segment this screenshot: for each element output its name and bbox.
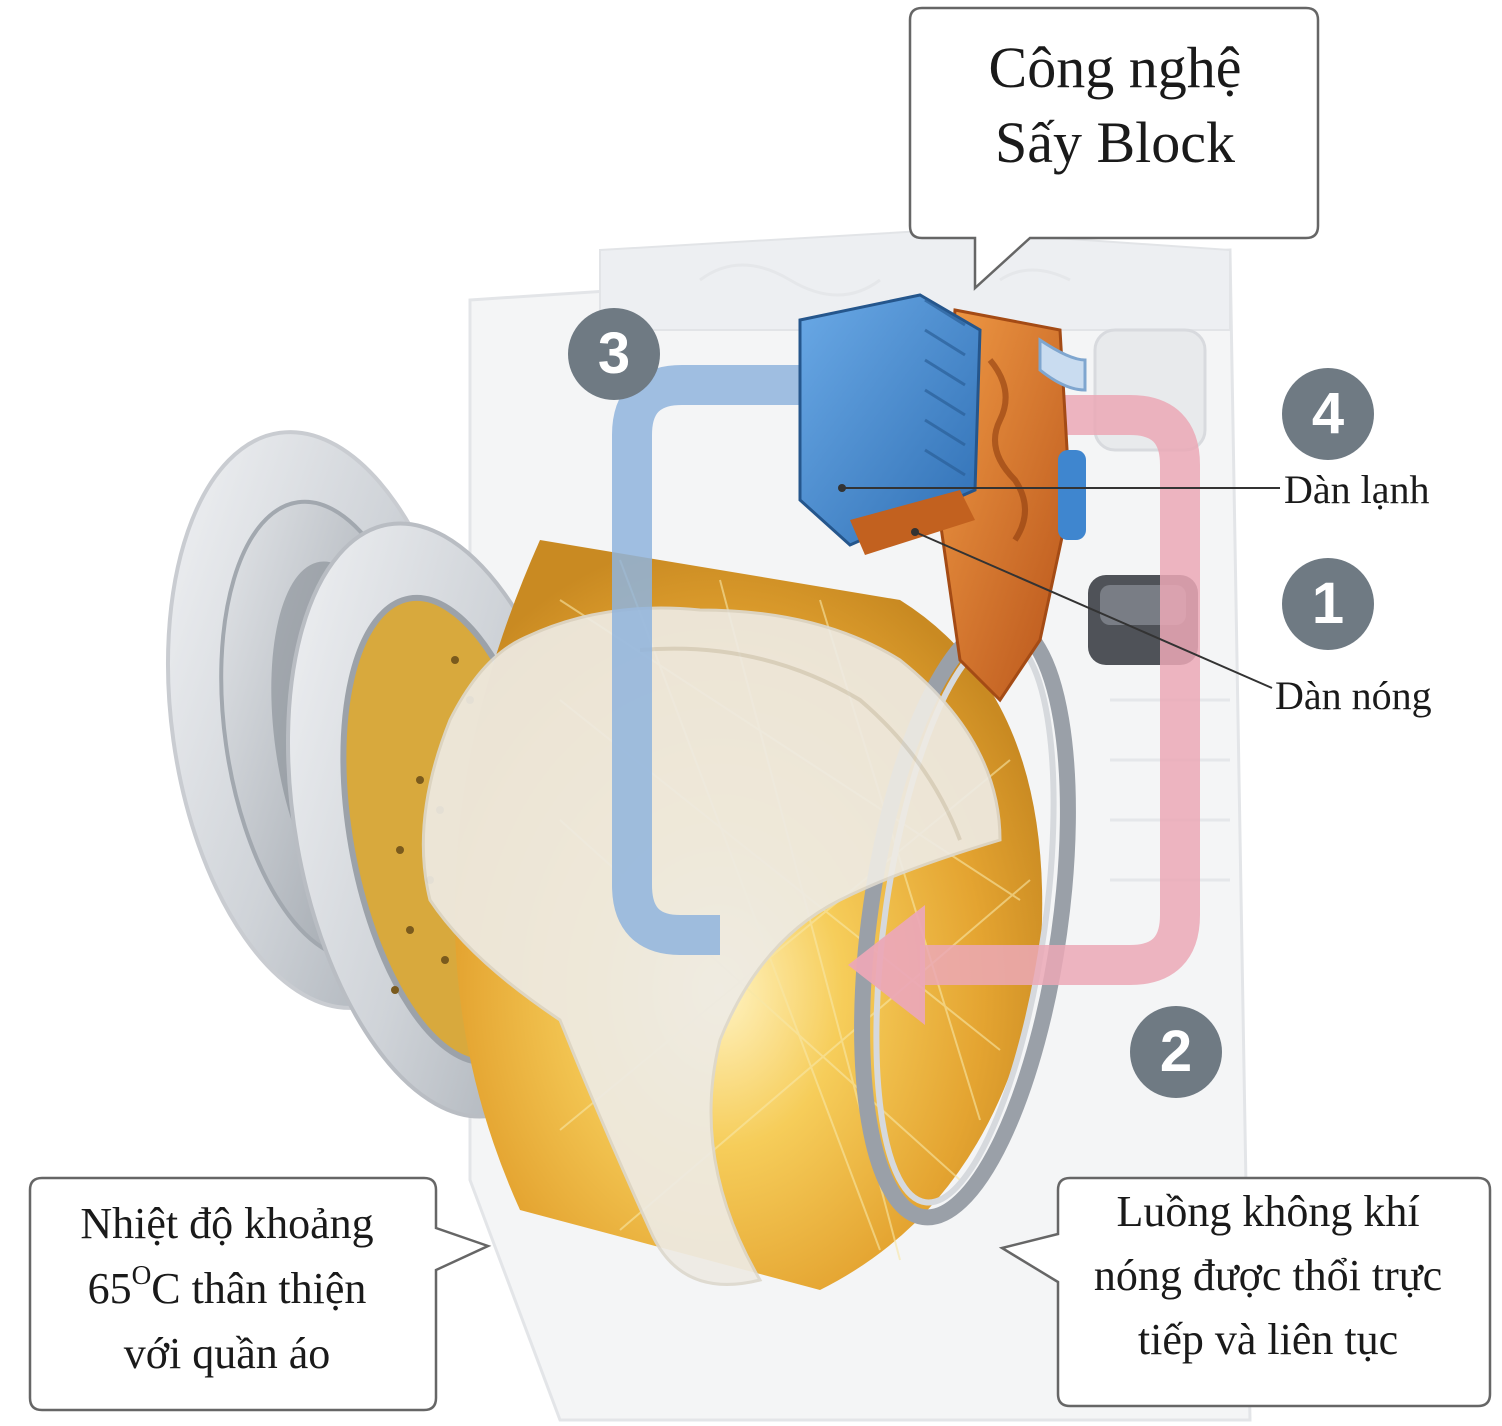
cold-coil-label: Dàn lạnh [1284, 467, 1430, 512]
temperature-line-1: Nhiệt độ khoảng [80, 1199, 374, 1248]
title-callout-bubble [908, 6, 1320, 291]
hot-coil-label: Dàn nóng [1275, 673, 1432, 718]
airflow-line-3: tiếp và liên tục [1137, 1315, 1399, 1365]
airflow-callout: Luồng không khí nóng được thổi trực tiếp… [1062, 1180, 1474, 1373]
temperature-line-2-rest: C thân thiện [151, 1264, 367, 1314]
step-badge-2: 2 [1130, 1006, 1222, 1098]
airflow-line-1: Luồng không khí [1116, 1187, 1420, 1236]
temperature-value: 65 [87, 1264, 132, 1314]
temperature-line-2: 65OC thân thiện [32, 1256, 422, 1321]
title-line-1: Công nghệ [988, 35, 1242, 100]
right-callout-bubble [998, 1176, 1492, 1408]
temperature-line-3: với quần áo [123, 1328, 331, 1378]
step-badge-4: 4 [1282, 368, 1374, 460]
airflow-line-2: nóng được thổi trực [1093, 1251, 1443, 1301]
degree-sup: O [131, 1260, 152, 1291]
temperature-callout: Nhiệt độ khoảng 65OC thân thiện với quần… [32, 1192, 422, 1386]
cold-air-arrow [612, 365, 808, 955]
left-callout-bubble [28, 1176, 492, 1412]
step-badge-1: 1 [1282, 558, 1374, 650]
step-badge-3: 3 [568, 308, 660, 400]
hot-coil-leader [914, 531, 1273, 689]
hot-air-arrowhead [848, 905, 925, 1025]
hot-air-arrow [920, 395, 1200, 985]
title-line-2: Sấy Block [994, 110, 1236, 176]
title-callout: Công nghệ Sấy Block [918, 30, 1312, 181]
